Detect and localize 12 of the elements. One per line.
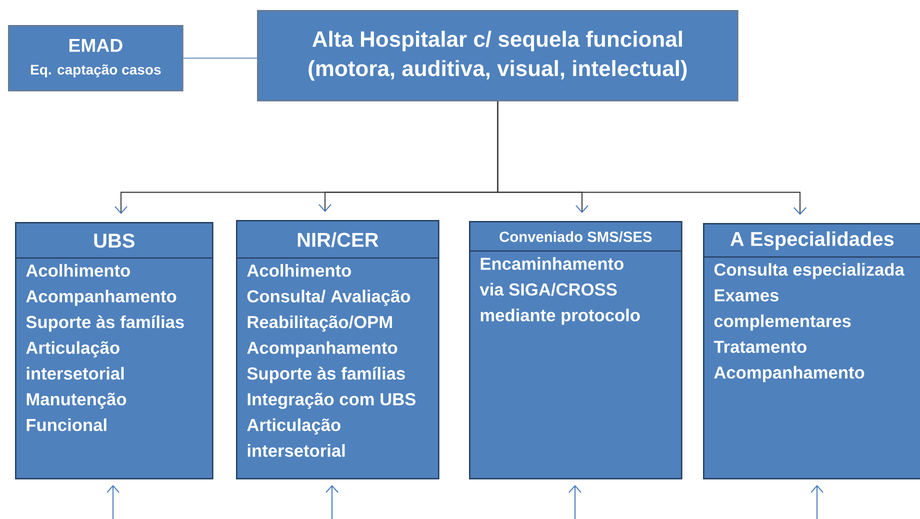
connector-line [183, 58, 257, 59]
arrow [326, 485, 338, 519]
list-box: NIR/CER Acolhimento Consulta/ Avaliação Reabilitação/OPM Acompanhamento Suporte às famílias Integração com UBS Articulação intersetorial [236, 220, 440, 480]
arrow [810, 485, 824, 519]
arrow [568, 485, 582, 519]
arrow [106, 485, 120, 519]
list-box: Conveniado SMS/SES Encaminhamento via SIGA/CROSS mediante protocolo [469, 221, 682, 480]
arrow [497, 101, 806, 215]
list-box: A Especialidades Consulta especializada Exames complementares Tratamento Acompanhamento [703, 223, 920, 480]
process-box: Alta Hospitalar c/ sequela funcional (motora, auditiva, visual, intelectual) [257, 10, 738, 102]
process-box: EMAD Eq. captação casos [8, 25, 184, 92]
list-box: UBS Acolhimento Acompanhamento Suporte às famílias Articulação intersetorial Manutenção Funcional [15, 222, 214, 480]
